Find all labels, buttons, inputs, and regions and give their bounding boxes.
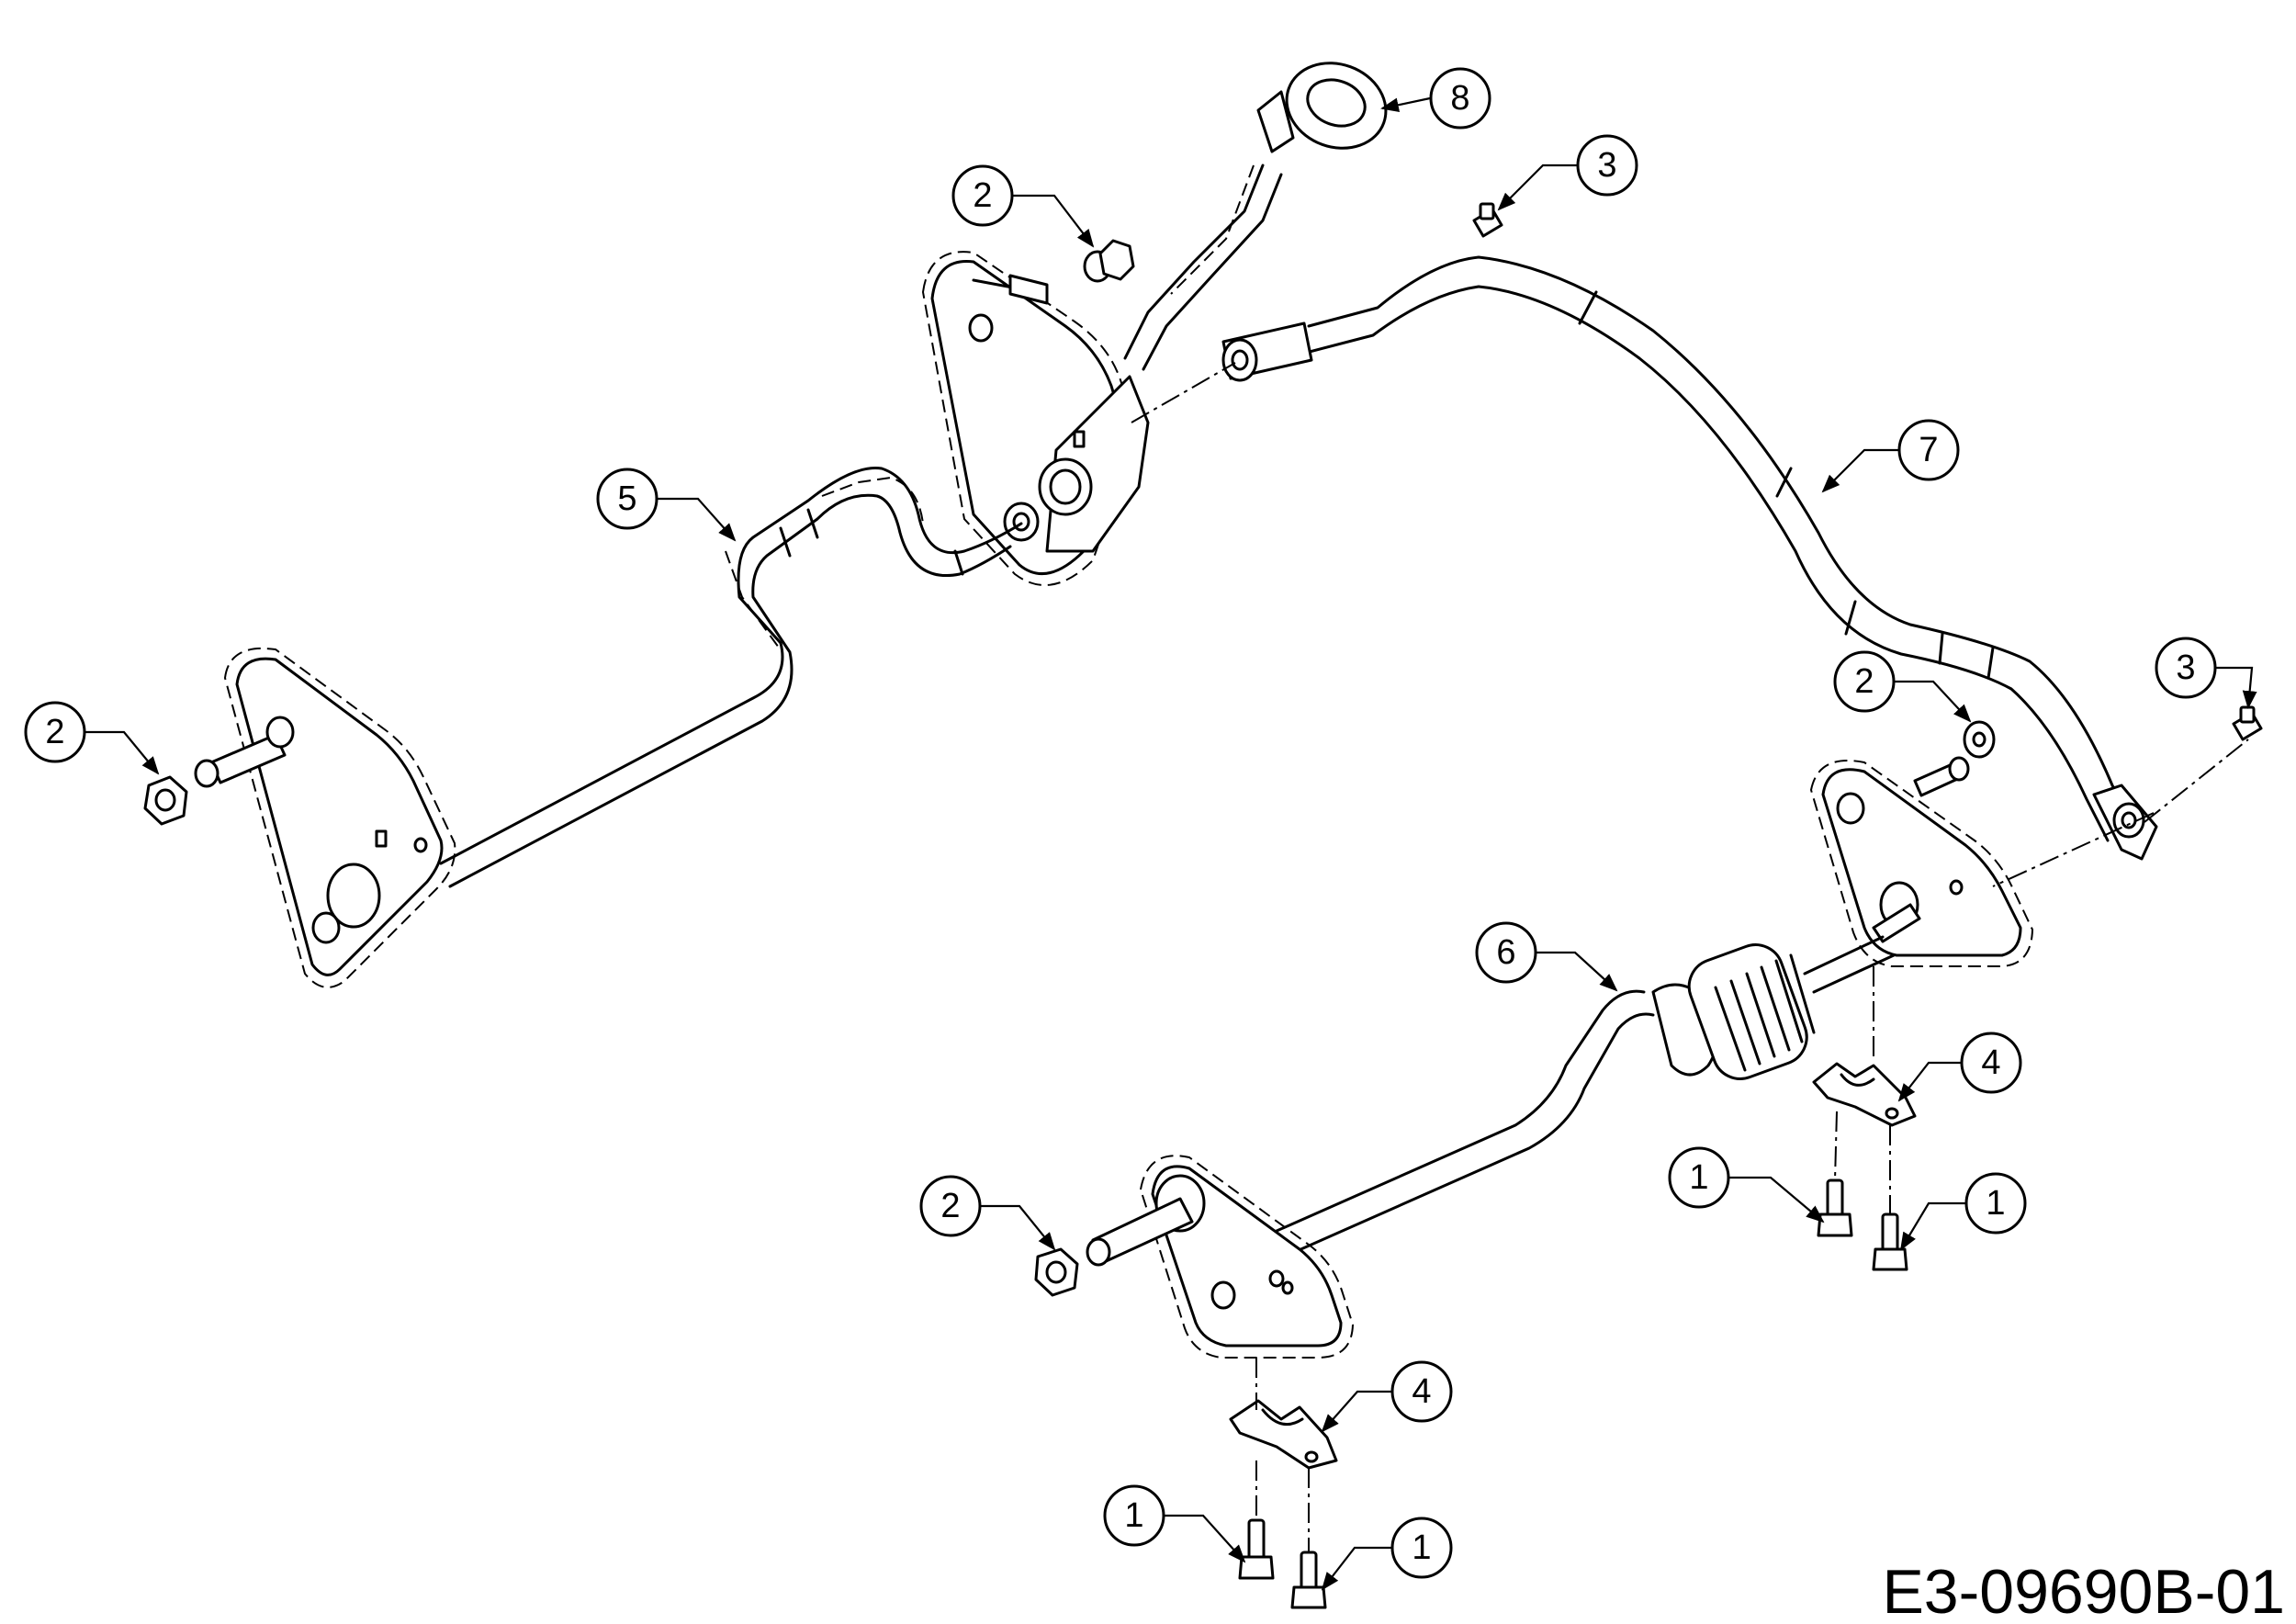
callout-2-front-label: 2: [940, 1187, 960, 1225]
callout-4-lower-label: 4: [1412, 1372, 1431, 1411]
callout-1-lower-right-label: 1: [1412, 1528, 1431, 1567]
drawing-code: E3-09690B-01: [1882, 1557, 2285, 1624]
callout-5-label: 5: [617, 479, 636, 518]
callout-2-right: 2: [1833, 650, 1972, 723]
front-cross-shaft-part-6: [1233, 935, 1896, 1274]
nut-part-2-front: [1034, 1247, 1079, 1297]
callout-1-right-label: 1: [1986, 1184, 2005, 1223]
callout-2-left-label: 2: [45, 713, 64, 751]
callout-5: 5: [596, 468, 737, 542]
front-left-pivot-bracket: [1086, 1155, 1355, 1359]
callout-2-top-label: 2: [973, 176, 992, 215]
bolt-part-1-d: [1290, 1551, 1327, 1609]
callout-4-upper-label: 4: [1981, 1043, 2000, 1082]
callout-1-lower-left-label: 1: [1124, 1496, 1143, 1535]
callout-8: 8: [1380, 67, 1491, 130]
callout-1-right: 1: [1899, 1172, 2027, 1251]
grease-fitting-part-3-right: [2232, 705, 2263, 741]
callout-6: 6: [1475, 921, 1618, 992]
callout-6-label: 6: [1496, 933, 1515, 972]
callout-1-lower-left: 1: [1103, 1484, 1246, 1563]
bolt-part-1-a: [1817, 1179, 1853, 1237]
callout-7: 7: [1821, 419, 1960, 493]
callout-1-left-label: 1: [1689, 1158, 1708, 1197]
clip-part-4-lower: [1229, 1399, 1338, 1470]
callout-2-front: 2: [919, 1175, 1056, 1251]
callout-8-label: 8: [1450, 79, 1469, 118]
lift-handle-part-8: [1123, 62, 1388, 371]
washer-part-2-right: [1963, 720, 1996, 759]
left-pivot-bracket: [194, 648, 456, 988]
nut-part-2-left: [143, 775, 188, 826]
callout-1-lower-right: 1: [1321, 1517, 1453, 1591]
callout-2-right-label: 2: [1854, 662, 1874, 701]
callout-3-right: 3: [2155, 637, 2257, 709]
callout-4-lower: 4: [1321, 1360, 1453, 1433]
callout-3-right-label: 3: [2176, 648, 2195, 687]
rear-cross-shaft-part-5: [439, 466, 1023, 888]
callout-4-upper: 4: [1897, 1032, 2022, 1102]
callout-3-top-label: 3: [1597, 146, 1616, 185]
assembly-centerlines: [1131, 362, 2249, 1552]
clip-part-4-upper: [1812, 1062, 1917, 1127]
nut-part-2-top: [1083, 239, 1135, 283]
grease-fitting-part-3-top: [1472, 202, 1503, 238]
callout-7-label: 7: [1919, 431, 1938, 469]
upper-pivot-bracket: [921, 251, 1150, 586]
bolt-part-1-c: [1238, 1518, 1275, 1580]
lift-rod-part-7: [1221, 255, 2158, 861]
callouts: 8 2 3 5 7 2 2: [24, 67, 2257, 1591]
right-pivot-bracket: [1809, 756, 2034, 967]
callout-2-left: 2: [24, 701, 160, 775]
bolt-part-1-b: [1872, 1212, 1908, 1271]
spring-coils: [1714, 953, 1816, 1072]
callout-3-top: 3: [1497, 134, 1638, 211]
callout-1-left: 1: [1668, 1146, 1825, 1224]
callout-2-top: 2: [951, 164, 1095, 248]
